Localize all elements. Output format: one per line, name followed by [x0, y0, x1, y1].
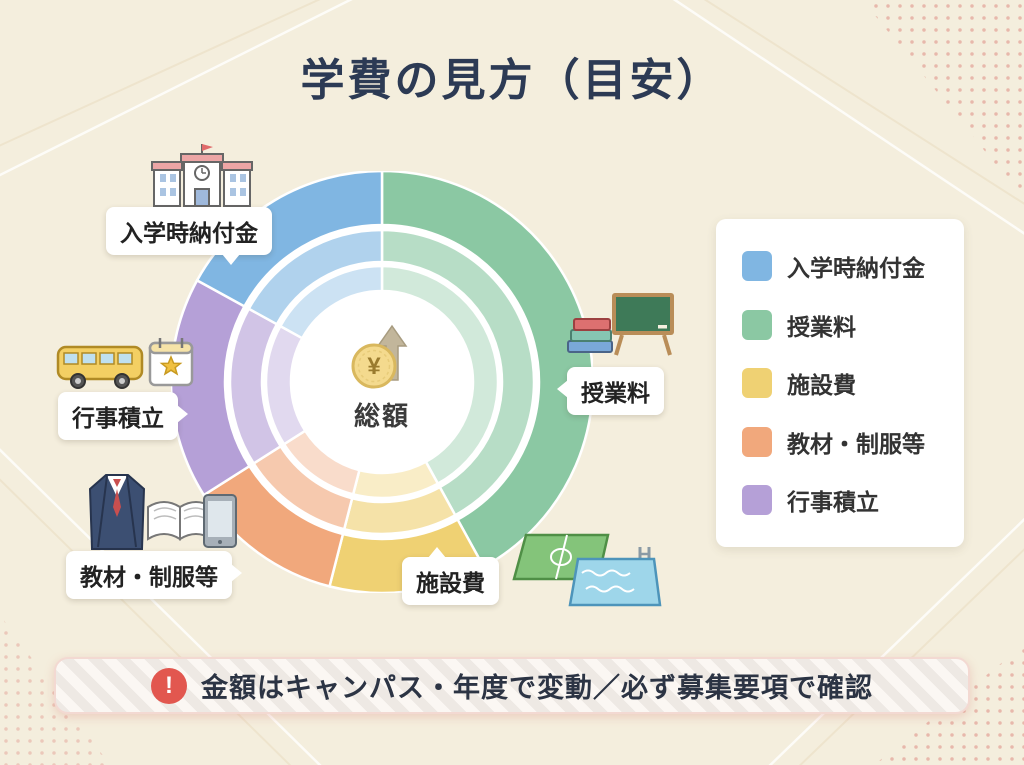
- page-title: 学費の見方（目安）: [300, 56, 724, 105]
- bus-calendar-icon: [56, 338, 194, 389]
- legend-label: 入学時納付金: [787, 255, 925, 281]
- callout-entrance-fee-label: 入学時納付金: [120, 220, 258, 246]
- callout-facility-fee: 施設費: [402, 547, 499, 605]
- callout-pointer: [222, 254, 241, 265]
- callout-pointer: [231, 564, 242, 582]
- sports-field-pool-icon: [512, 533, 662, 607]
- uniform-book-tablet-icon: [88, 474, 237, 550]
- legend-label: 行事積立: [787, 489, 879, 515]
- legend-item: 授業料: [742, 308, 938, 342]
- callout-materials-uniform-label: 教材・制服等: [80, 564, 218, 590]
- notice-banner: ! 金額はキャンパス・年度で変動／必ず募集要項で確認: [54, 657, 970, 714]
- legend-label: 教材・制服等: [787, 430, 925, 457]
- school-building-icon: [151, 144, 253, 207]
- currency-symbol: ¥: [367, 353, 381, 380]
- chart-center: ¥ 総額: [346, 322, 418, 433]
- donut-segment: [380, 228, 536, 517]
- notice-text: 金額はキャンパス・年度で変動／必ず募集要項で確認: [201, 673, 873, 703]
- legend-swatch: [742, 309, 772, 340]
- legend-swatch: [742, 426, 772, 457]
- callout-materials-uniform: 教材・制服等: [66, 551, 242, 599]
- callout-tuition: 授業料: [557, 367, 664, 415]
- donut-segment: [247, 228, 384, 326]
- fee-donut-chart: ¥ 総額: [171, 171, 593, 593]
- callout-entrance-fee: 入学時納付金: [106, 207, 272, 265]
- callout-pointer: [177, 405, 188, 423]
- legend-label: 授業料: [787, 313, 856, 340]
- books-blackboard-icon: [567, 293, 674, 356]
- callout-pointer: [428, 547, 446, 558]
- legend-item: 教材・制服等: [742, 425, 938, 459]
- exclamation-glyph: !: [165, 671, 173, 699]
- chart-center-label: 総額: [353, 401, 410, 432]
- donut-rings: [171, 171, 593, 593]
- legend-item: 行事積立: [742, 483, 938, 517]
- legend-item: 入学時納付金: [742, 249, 938, 283]
- legend-swatch: [742, 485, 772, 515]
- legend-swatch: [742, 368, 772, 398]
- callout-facility-fee-label: 施設費: [416, 570, 485, 596]
- callout-event-savings: 行事積立: [58, 392, 188, 440]
- yen-coin-arrow-icon: ¥: [351, 324, 408, 389]
- legend-swatch: [742, 251, 772, 281]
- legend: 入学時納付金 授業料 施設費 教材・制服等 行事積立: [716, 219, 964, 547]
- legend-label: 施設費: [787, 372, 856, 398]
- callout-tuition-label: 授業料: [581, 380, 650, 406]
- callout-event-savings-label: 行事積立: [72, 405, 164, 431]
- exclamation-icon: !: [151, 667, 187, 704]
- legend-item: 施設費: [742, 366, 938, 400]
- callout-pointer: [557, 380, 568, 398]
